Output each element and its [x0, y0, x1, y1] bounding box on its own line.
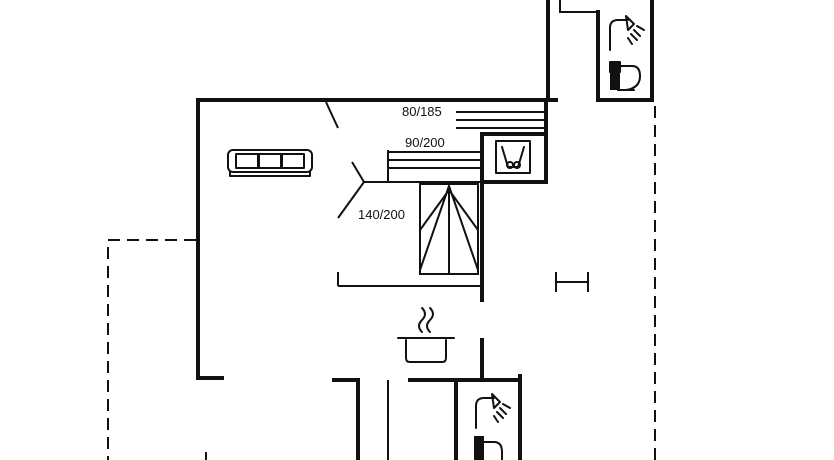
- toilet-icon: [609, 61, 641, 91]
- door-swing-bedroom: [351, 161, 365, 183]
- shower-icon: [609, 15, 645, 51]
- walls: [196, 0, 654, 460]
- sofa-icon: [227, 149, 313, 177]
- wall-bottom-segment: [332, 378, 360, 460]
- terrace-outlines: [107, 106, 656, 460]
- cooking-pot-icon: [397, 307, 455, 363]
- bed-label-double: 140/200: [358, 207, 405, 222]
- bed-label-bunk-upper: 80/185: [402, 104, 442, 119]
- washing-machine-icon: [495, 140, 531, 174]
- wall-left-main: [196, 98, 224, 380]
- door-swing-bedroom-2: [337, 181, 365, 219]
- bunk-bed: [387, 111, 546, 182]
- wall-utility-box: [480, 132, 548, 184]
- double-bed-covers: [419, 182, 479, 274]
- door-swing-living: [325, 101, 339, 129]
- shower-icon: [475, 393, 511, 429]
- double-bed: [419, 182, 479, 275]
- toilet-icon: [474, 436, 503, 460]
- terrace-left: [107, 239, 196, 460]
- bed-label-bunk-lower: 90/200: [405, 135, 445, 150]
- partitions: [325, 0, 598, 460]
- partition-upper-bath-top: [559, 0, 598, 13]
